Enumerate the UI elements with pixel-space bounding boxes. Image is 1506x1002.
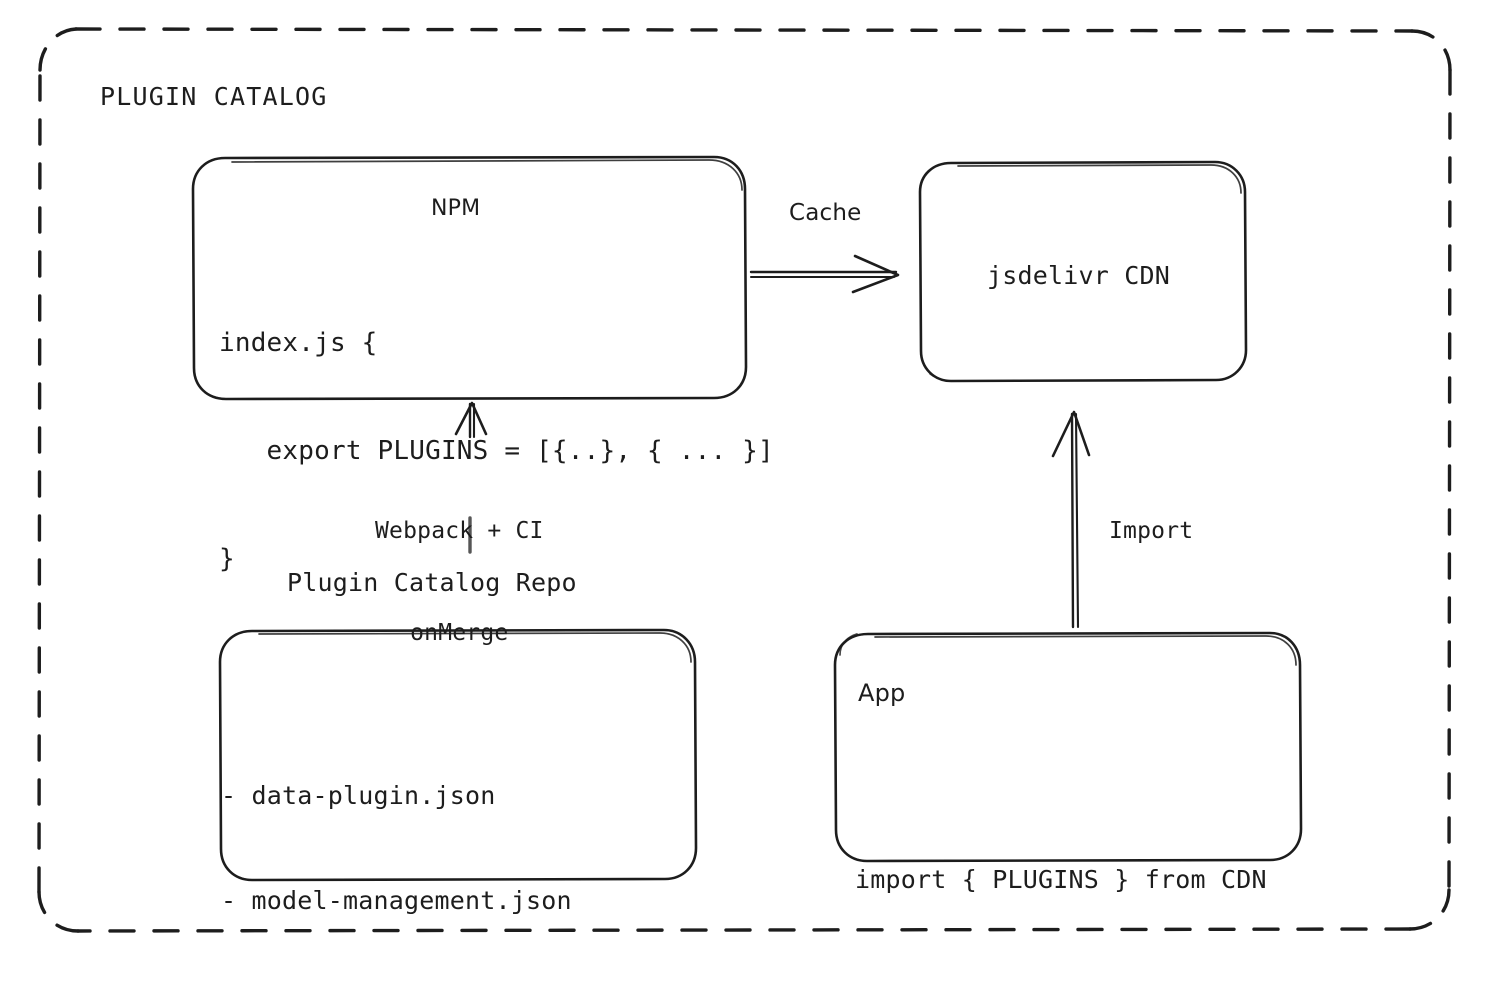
npm-code-line: }: [219, 544, 235, 574]
repo-file-item: ...: [221, 988, 572, 1002]
npm-code-block: index.js { export PLUGINS = [{..}, { ...…: [219, 253, 774, 649]
edge-label-cache: Cache: [789, 200, 862, 226]
edge-label-import: Import: [1109, 518, 1194, 544]
page-title: PLUGIN CATALOG: [100, 82, 328, 111]
edge-app-to-cdn: [1051, 410, 1091, 629]
edge-label-webpack-ci: Webpack + CI onMerge: [375, 446, 544, 718]
npm-code-line: export PLUGINS = [{..}, { ... }]: [219, 436, 774, 466]
app-code-line: import { PLUGINS } from CDN: [855, 865, 1267, 894]
npm-code-line: index.js {: [219, 328, 378, 358]
npm-node-title: NPM: [431, 196, 481, 221]
app-node-title: App: [858, 679, 906, 707]
repo-file-item: - model-management.json: [221, 886, 572, 915]
repo-file-list: - data-plugin.json - model-management.js…: [221, 708, 572, 1002]
app-code-block: import { PLUGINS } from CDN PLUGINS.forE…: [855, 735, 1267, 1002]
repo-file-item: - data-plugin.json: [221, 781, 496, 810]
cdn-node-title: jsdelivr CDN: [987, 261, 1171, 290]
edge-label-line: onMerge: [410, 620, 509, 646]
repo-node-caption: Plugin Catalog Repo: [287, 568, 577, 597]
edge-label-line: Webpack + CI: [375, 518, 544, 544]
